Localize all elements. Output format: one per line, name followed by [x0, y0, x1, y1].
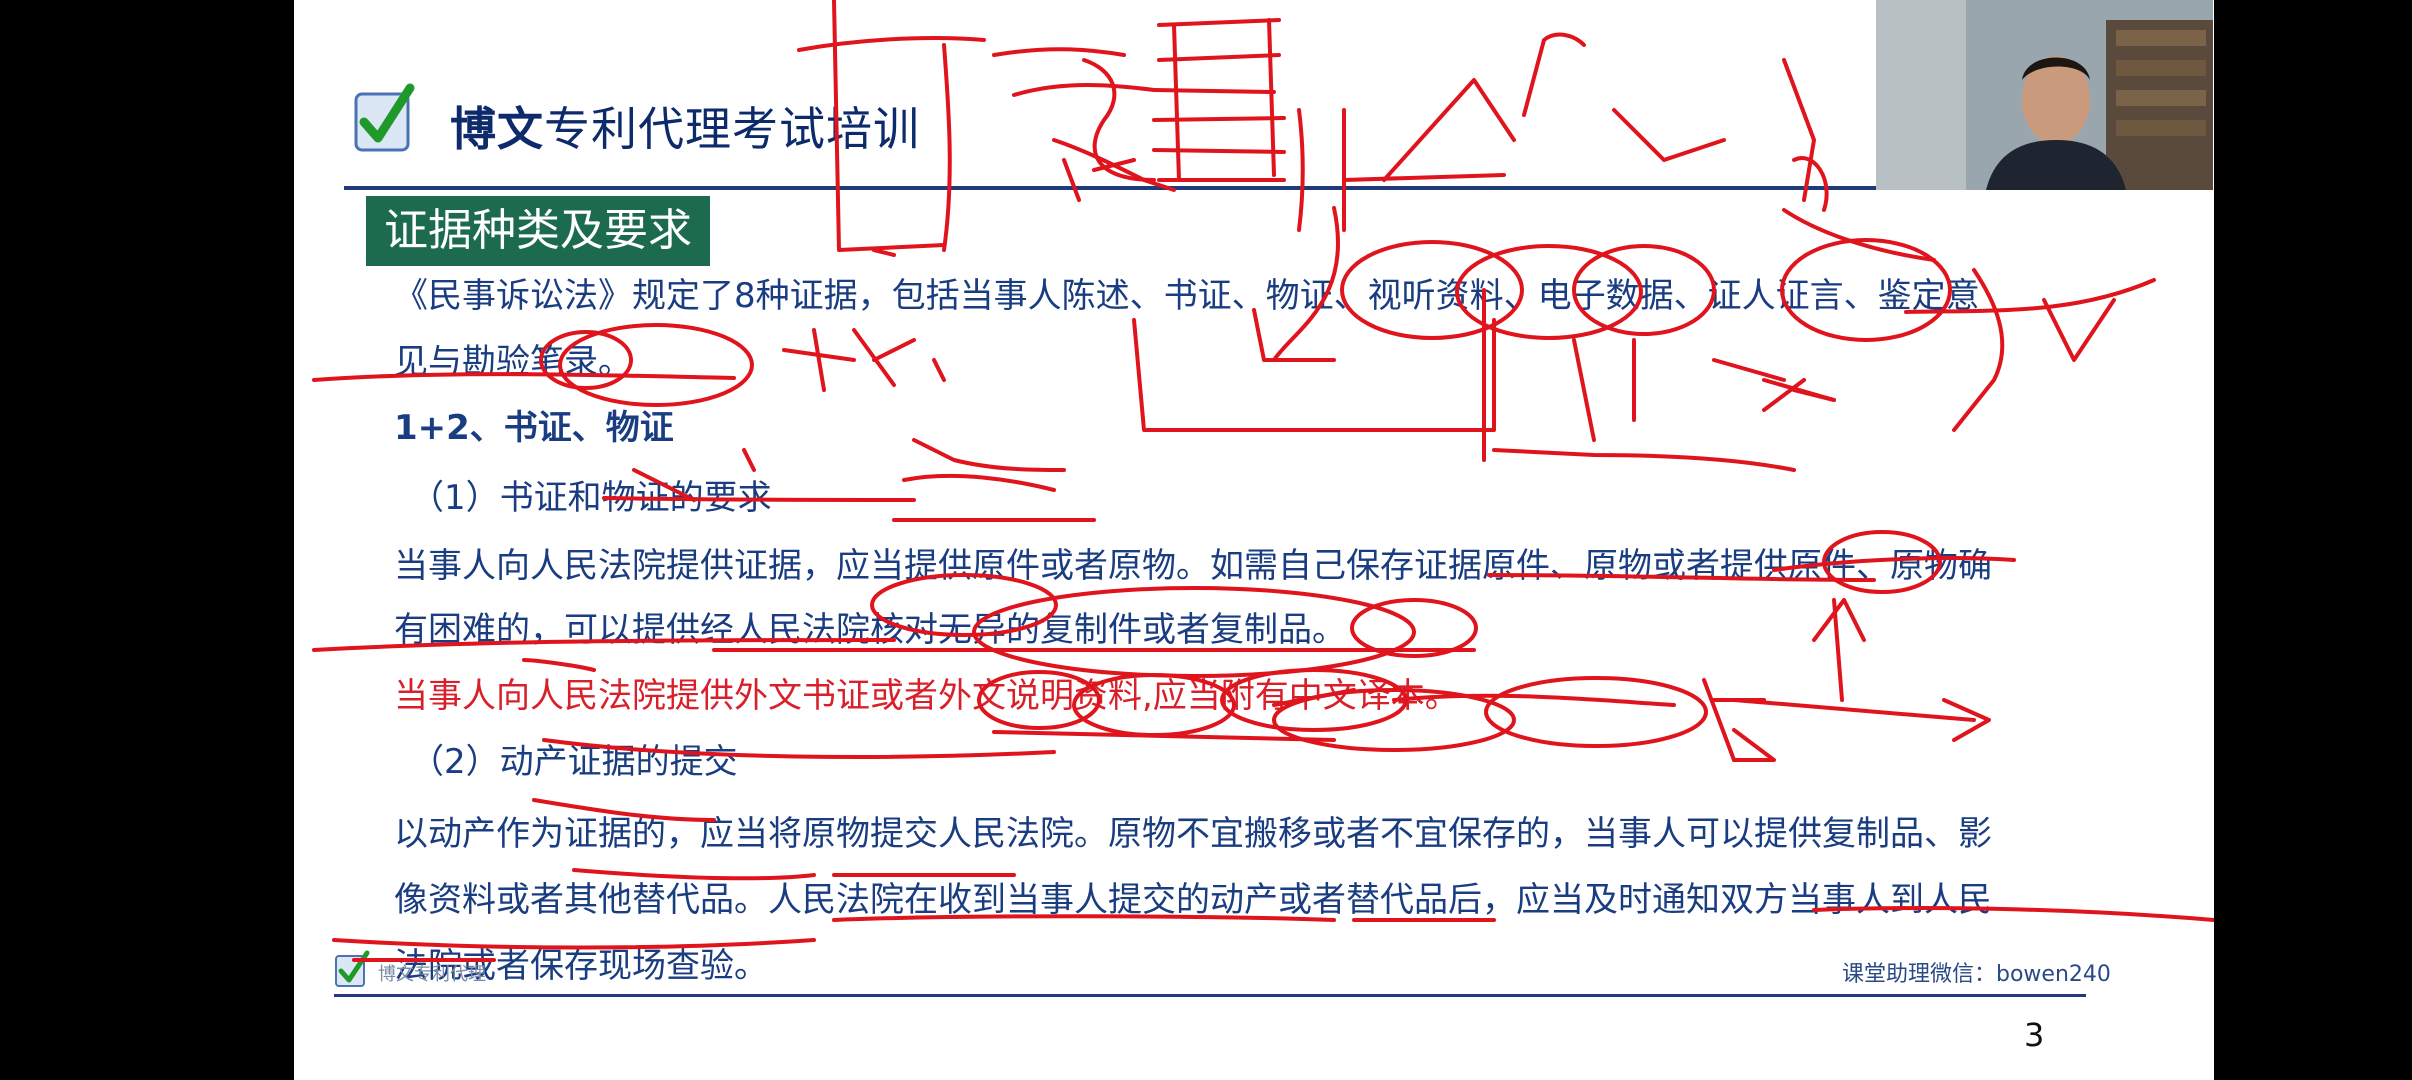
section-title: 证据种类及要求 [366, 196, 710, 266]
text-line-10: 像资料或者其他替代品。人民法院在收到当事人提交的动产或者替代品后，应当及时通知双… [394, 880, 1992, 920]
checkmark-logo-icon [354, 83, 415, 152]
footer-divider [334, 994, 2086, 997]
subheading-1-2: 1+2、书证、物证 [394, 408, 674, 448]
presenter-video-icon [1876, 0, 2213, 190]
footer-brand: 博文专利代理 [378, 964, 486, 985]
footer-checkmark-icon [335, 950, 370, 987]
header-divider [344, 186, 1996, 190]
text-line-1: 《民事诉讼法》规定了8种证据，包括当事人陈述、书证、物证、视听资料、电子数据、证… [394, 276, 1980, 316]
subheading-movable-evidence: （2）动产证据的提交 [410, 742, 738, 782]
text-line-9: 以动产作为证据的，应当将原物提交人民法院。原物不宜搬移或者不宜保存的，当事人可以… [394, 814, 1992, 854]
subheading-requirements: （1）书证和物证的要求 [410, 478, 772, 518]
text-line-6: 有困难的，可以提供经人民法院核对无异的复制件或者复制品。 [394, 610, 1346, 650]
brand-title: 博文专利代理考试培训 [450, 102, 920, 156]
assistant-wechat: 课堂助理微信：bowen240 [1842, 962, 2111, 987]
text-line-5: 当事人向人民法院提供证据，应当提供原件或者原物。如需自己保存证据原件、原物或者提… [394, 546, 1992, 586]
webcam-video [1876, 0, 2213, 190]
text-line-2: 见与勘验笔录。 [394, 342, 632, 382]
text-line-11: 法院或者保存现场查验。 [394, 946, 768, 986]
text-line-foreign-docs: 当事人向人民法院提供外文书证或者外文说明资料,应当附有中文译本。 [394, 676, 1459, 716]
page-number: 3 [2024, 1016, 2045, 1054]
